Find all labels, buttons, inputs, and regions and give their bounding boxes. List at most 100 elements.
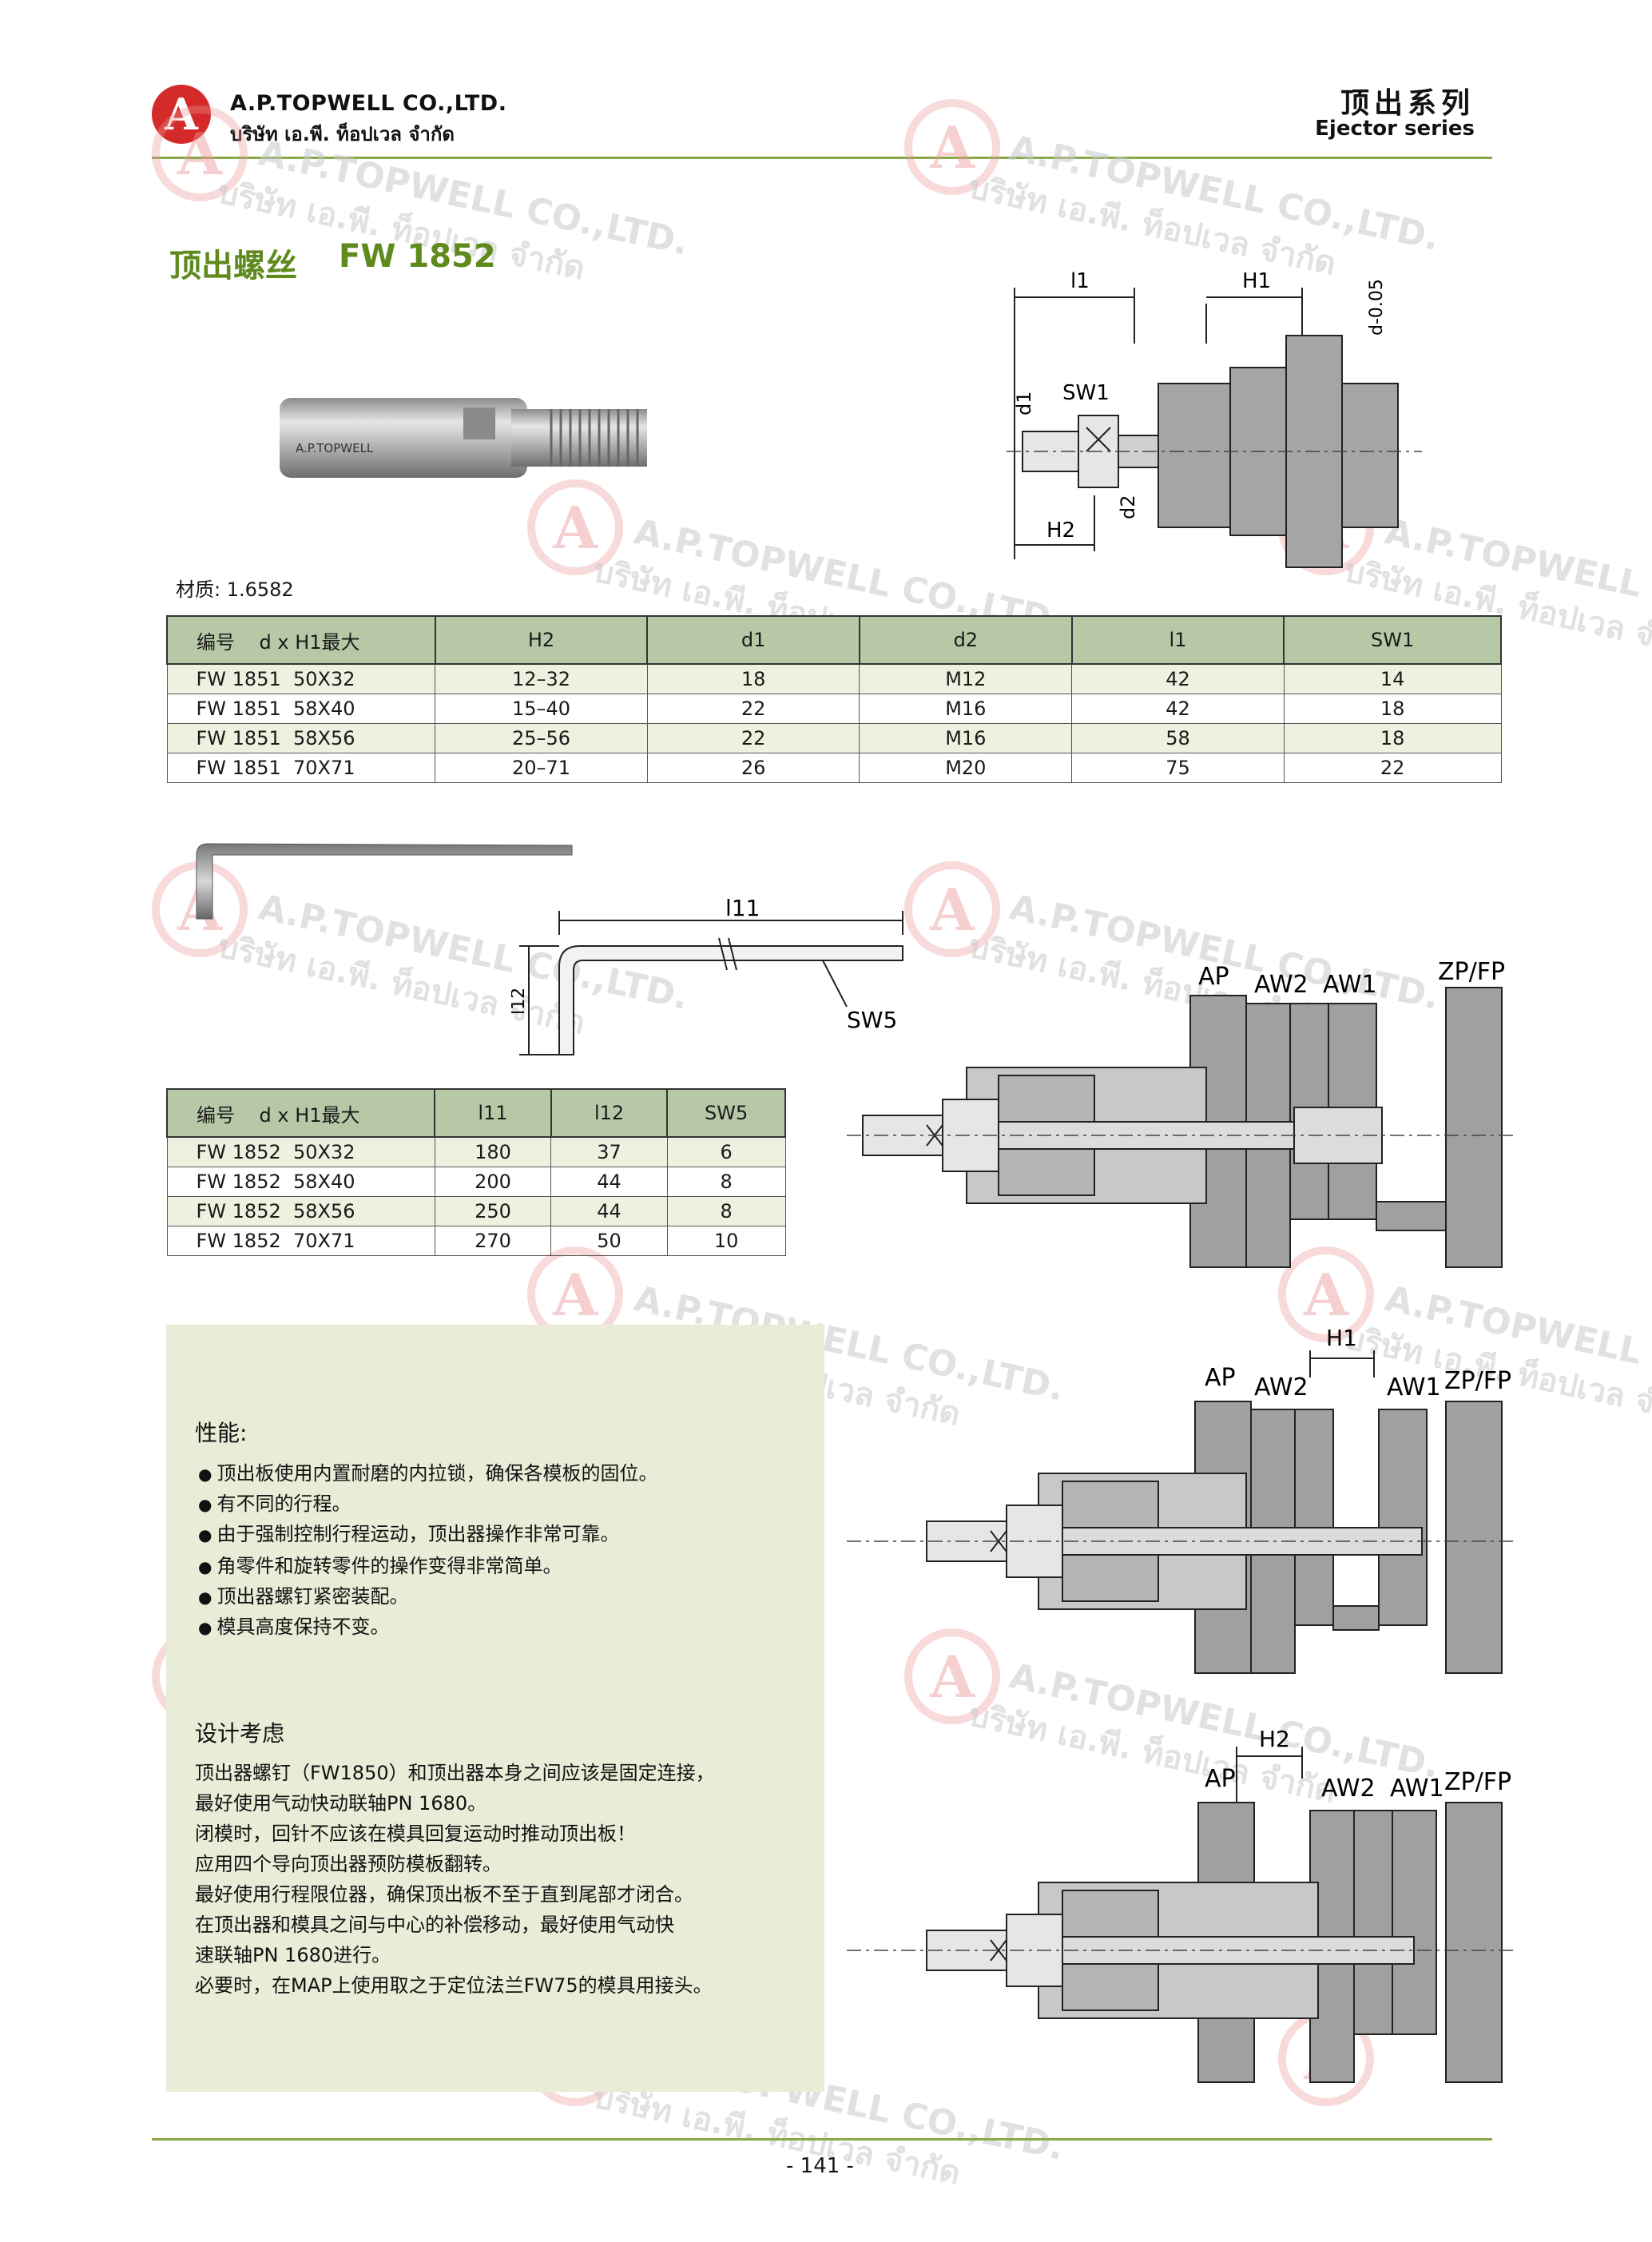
cell-code: FW 1852 <box>196 1171 281 1193</box>
cell-sw1: 14 <box>1283 663 1502 694</box>
cell-code: FW 1852 <box>196 1141 281 1163</box>
cell-l12: 44 <box>550 1167 668 1197</box>
assembly-view-2: H1 AP AW2 AW1 ZP/FP <box>847 1325 1518 1674</box>
spec-table-fw1852: 编号 d x H1最大 l11 l12 SW5 FW 1852 50X32 18… <box>165 1088 786 1256</box>
plate-label: AW1 <box>1390 1775 1444 1803</box>
cell-l11: 200 <box>434 1167 552 1197</box>
table-row: FW 1851 70X71 20–71 26 M20 75 22 <box>166 753 1502 783</box>
table-row: FW 1851 58X56 25–56 22 M16 58 18 <box>166 723 1502 753</box>
cell-l1: 75 <box>1071 753 1285 783</box>
series-title-cn: 顶出系列 <box>1340 87 1475 120</box>
dim-label: H1 <box>1242 269 1271 293</box>
cell-size: 70X71 <box>293 1230 355 1252</box>
feature-item: ●角零件和旋转零件的操作变得非常简单。 <box>198 1555 562 1577</box>
material-label: 材质: 1.6582 <box>176 578 294 601</box>
design-line: 速联轴PN 1680进行。 <box>195 1944 391 1966</box>
watermark-logo: A <box>152 105 248 201</box>
cell-l12: 50 <box>550 1226 668 1256</box>
design-line: 最好使用行程限位器，确保顶出板不至于直到尾部才闭合。 <box>195 1883 693 1906</box>
cell-code: FW 1851 <box>196 757 281 779</box>
dim-label: SW1 <box>1062 381 1110 405</box>
cell-l12: 44 <box>550 1196 668 1226</box>
header-l1: l1 <box>1070 615 1285 665</box>
cell-size: 58X56 <box>293 1200 355 1222</box>
footer-divider <box>152 2138 1492 2141</box>
table-row: FW 1852 58X56 250 44 8 <box>166 1196 786 1226</box>
dim-label: d1 <box>1013 391 1035 415</box>
design-line: 顶出器螺钉（FW1850）和顶出器本身之间应该是固定连接， <box>195 1762 715 1784</box>
cell-code: FW 1851 <box>196 668 281 690</box>
dim-label: H2 <box>1046 519 1075 543</box>
cell-size: 58X40 <box>293 698 355 720</box>
cell-d2: M16 <box>859 723 1073 753</box>
header-code: 编号 <box>197 1103 235 1127</box>
feature-text: 由于强制控制行程运动，顶出器操作非常可靠。 <box>216 1523 620 1545</box>
design-line: 应用四个导向顶出器预防模板翻转。 <box>195 1853 502 1875</box>
plate-label: AW2 <box>1321 1775 1376 1803</box>
company-name-en: A.P.TOPWELL CO.,LTD. <box>230 91 507 116</box>
watermark-line: A.P.TOPWELL CO.,LTD. <box>1006 128 1444 259</box>
feature-item: ●有不同的行程。 <box>198 1493 351 1515</box>
cell-size: 58X56 <box>293 727 355 749</box>
cell-sw5: 6 <box>666 1136 786 1167</box>
photo-label: A.P.TOPWELL <box>296 441 374 455</box>
cell-size: 50X32 <box>293 1141 355 1163</box>
cell-d1: 26 <box>646 753 860 783</box>
watermark-logo: A <box>1278 1246 1374 1342</box>
cell-sw1: 18 <box>1283 723 1502 753</box>
dim-label: d-0.05 <box>1367 279 1387 336</box>
company-name-th: บริษัท เอ.พี. ท็อปเวล จำกัด <box>230 123 455 145</box>
feature-item: ●模具高度保持不变。 <box>198 1616 390 1638</box>
header-l12: l12 <box>550 1088 669 1138</box>
cell-d1: 22 <box>646 694 860 724</box>
series-title-en: Ejector series <box>1315 117 1475 141</box>
dim-label: l11 <box>725 895 760 921</box>
header-h2: H2 <box>434 615 649 665</box>
header-l11: l11 <box>434 1088 552 1138</box>
feature-text: 模具高度保持不变。 <box>216 1616 390 1638</box>
cell-code: FW 1851 <box>196 698 281 720</box>
plate-label: AW2 <box>1254 1373 1308 1401</box>
design-line: 必要时，在MAP上使用取之于定位法兰FW75的模具用接头。 <box>195 1974 713 1997</box>
cell-l11: 180 <box>434 1136 552 1167</box>
dim-label: H2 <box>1259 1726 1290 1752</box>
cell-l11: 250 <box>434 1196 552 1226</box>
hex-key-photo <box>196 843 573 920</box>
cell-size: 50X32 <box>293 668 355 690</box>
cell-h2: 12–32 <box>435 663 648 694</box>
design-line: 在顶出器和模具之间与中心的补偿移动，最好使用气动快 <box>195 1914 674 1936</box>
header-d1: d1 <box>646 615 860 665</box>
cell-size: 58X40 <box>293 1171 355 1193</box>
table-row: FW 1851 50X32 12–32 18 M12 42 14 <box>166 663 1502 694</box>
table-row: FW 1851 58X40 15–40 22 M16 42 18 <box>166 694 1502 724</box>
feature-item: ●顶出板使用内置耐磨的内拉锁，确保各模板的固位。 <box>198 1462 658 1485</box>
cell-l12: 37 <box>550 1136 668 1167</box>
ejector-bolt-photo: A.P.TOPWELL <box>280 398 647 478</box>
cell-code: FW 1851 <box>196 727 281 749</box>
hex-key-drawing: l11 SW5 l12 <box>511 895 903 1055</box>
dim-label: H1 <box>1326 1325 1357 1351</box>
header-sw1: SW1 <box>1283 615 1502 665</box>
watermark-logo: A <box>904 1628 1000 1724</box>
cell-h2: 15–40 <box>435 694 648 724</box>
feature-text: 顶出器螺钉紧密装配。 <box>216 1585 409 1608</box>
cell-code: FW 1852 <box>196 1230 281 1252</box>
cell-d1: 22 <box>646 723 860 753</box>
plate-label: AP <box>1198 963 1229 991</box>
feature-text: 有不同的行程。 <box>216 1493 351 1515</box>
watermark-line: บริษัท เอ.พี. ท็อปเวล จำกัด <box>590 2078 964 2192</box>
spec-table-fw1851: 编号 d x H1最大 H2 d1 d2 l1 SW1 FW 1851 50X3… <box>166 615 1502 783</box>
plate-label: AP <box>1205 1364 1236 1392</box>
cell-sw1: 22 <box>1283 753 1502 783</box>
watermark-logo: A <box>527 479 623 575</box>
feature-panel <box>166 1325 824 2092</box>
watermark-logo: A <box>904 861 1000 957</box>
product-code: FW 1852 <box>339 238 496 275</box>
assembly-view-3: H2 AP AW2 AW1 ZP/FP <box>847 1726 1518 2083</box>
feature-text: 顶出板使用内置耐磨的内拉锁，确保各模板的固位。 <box>216 1462 658 1485</box>
cell-sw5: 8 <box>666 1167 786 1197</box>
cell-d2: M12 <box>859 663 1073 694</box>
product-title: 顶出螺丝 <box>169 248 297 284</box>
header-sw5: SW5 <box>666 1088 786 1138</box>
plate-label: ZP/FP <box>1438 958 1505 986</box>
